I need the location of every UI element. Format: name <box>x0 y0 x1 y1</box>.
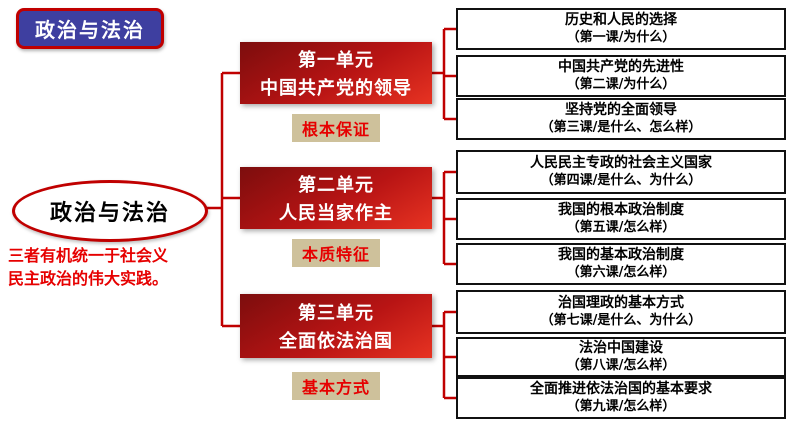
lesson-2-subtitle: （第二课/为什么） <box>566 76 676 92</box>
lesson-7-subtitle: （第七课/是什么、为什么） <box>540 312 702 328</box>
caption: 三者有机统一于社会义 民主政治的伟大实践。 <box>8 244 232 290</box>
unit-tag-3: 基本方式 <box>291 372 380 400</box>
caption-line-2: 民主政治的伟大实践。 <box>8 269 169 289</box>
lesson-4-title: 人民民主专政的社会主义国家 <box>530 155 712 172</box>
unit-tag-row-3: 基本方式 <box>240 372 432 400</box>
unit-box-2: 第二单元 人民当家作主 <box>240 167 432 229</box>
lesson-8-subtitle: （第八课/怎么样） <box>566 357 676 373</box>
lesson-9-subtitle: （第九课/怎么样） <box>566 398 676 414</box>
unit-tag-row-2: 本质特征 <box>240 239 432 267</box>
lesson-box-5: 我国的根本政治制度 （第五课/怎么样） <box>456 198 786 240</box>
slide-title-badge: 政治与法治 <box>16 8 164 49</box>
unit-tag-1: 根本保证 <box>291 114 380 142</box>
lesson-box-4: 人民民主专政的社会主义国家 （第四课/是什么、为什么） <box>456 150 786 194</box>
lesson-4-subtitle: （第四课/是什么、为什么） <box>540 172 702 188</box>
unit-1-line-1: 第一单元 <box>298 50 374 71</box>
lesson-box-3: 坚持党的全面领导 （第三课/是什么、怎么样） <box>456 98 786 140</box>
lesson-box-6: 我国的基本政治制度 （第六课/怎么样） <box>456 243 786 285</box>
unit-1-line-2: 中国共产党的领导 <box>260 78 412 99</box>
unit-2-line-1: 第二单元 <box>298 175 374 196</box>
lesson-3-subtitle: （第三课/是什么、怎么样） <box>540 119 702 135</box>
unit-box-1: 第一单元 中国共产党的领导 <box>240 42 432 104</box>
unit-box-3: 第三单元 全面依法治国 <box>240 294 432 358</box>
unit-3-line-1: 第三单元 <box>298 303 374 324</box>
root-node: 政治与法治 <box>12 180 208 242</box>
lesson-8-title: 法治中国建设 <box>579 340 663 357</box>
lesson-2-title: 中国共产党的先进性 <box>558 59 684 76</box>
unit-tag-row-1: 根本保证 <box>240 114 432 142</box>
unit-3-line-2: 全面依法治国 <box>279 331 393 352</box>
lesson-3-title: 坚持党的全面领导 <box>565 102 677 119</box>
lesson-6-title: 我国的基本政治制度 <box>558 247 684 264</box>
lesson-7-title: 治国理政的基本方式 <box>558 295 684 312</box>
unit-2-line-2: 人民当家作主 <box>279 203 393 224</box>
unit-tag-2: 本质特征 <box>291 239 380 267</box>
lesson-box-2: 中国共产党的先进性 （第二课/为什么） <box>456 55 786 97</box>
lesson-6-subtitle: （第六课/怎么样） <box>566 264 676 280</box>
lesson-5-subtitle: （第五课/怎么样） <box>566 219 676 235</box>
lesson-9-title: 全面推进依法治国的基本要求 <box>530 381 712 398</box>
lesson-5-title: 我国的根本政治制度 <box>558 202 684 219</box>
lesson-box-1: 历史和人民的选择 （第一课/为什么） <box>456 8 786 50</box>
lesson-1-subtitle: （第一课/为什么） <box>566 29 676 45</box>
lesson-1-title: 历史和人民的选择 <box>565 12 677 29</box>
caption-line-1: 三者有机统一于社会义 <box>8 246 169 265</box>
lesson-box-9: 全面推进依法治国的基本要求 （第九课/怎么样） <box>456 377 786 419</box>
lesson-box-8: 法治中国建设 （第八课/怎么样） <box>456 337 786 377</box>
lesson-box-7: 治国理政的基本方式 （第七课/是什么、为什么） <box>456 290 786 334</box>
